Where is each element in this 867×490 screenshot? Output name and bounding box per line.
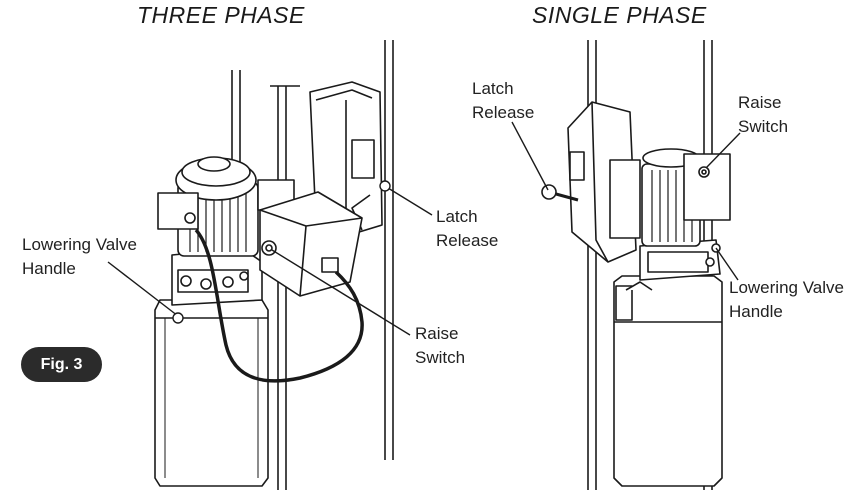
leader-latch-release-left [387,187,433,216]
junction-box-left [157,192,199,230]
label-lowering-valve-right: Lowering Valve Handle [729,278,844,321]
reservoir-tank-left [154,299,269,487]
label-latch-release-left: Latch Release [436,207,499,250]
cable-left [194,228,364,383]
single-phase-illustration [541,40,731,490]
switch-box-right [683,153,731,221]
latch-handle-right [541,184,579,202]
title-three-phase: THREE PHASE [137,2,305,28]
label-raise-switch-right: Raise Switch [738,93,789,136]
motor-left [175,156,295,257]
label-lowering-valve-left: Lowering Valve Handle [22,235,137,278]
reservoir-tank-right [613,275,723,487]
leader-latch-release-right [511,121,549,191]
title-single-phase: SINGLE PHASE [532,2,707,28]
leader-lowering-valve-right [715,247,739,281]
leader-raise-switch-left [271,249,411,336]
column-left [231,40,394,490]
leader-lines [107,121,741,336]
pump-manifold-right [639,239,721,281]
switch-box-left [259,191,363,297]
leader-lowering-valve-left [107,261,179,317]
three-phase-illustration [154,40,394,490]
latch-housing-right [567,101,641,263]
figure-badge: Fig. 3 [21,347,102,382]
label-latch-release-right: Latch Release [472,79,535,122]
leader-raise-switch-right [705,132,741,169]
label-raise-switch-left: Raise Switch [415,324,466,367]
